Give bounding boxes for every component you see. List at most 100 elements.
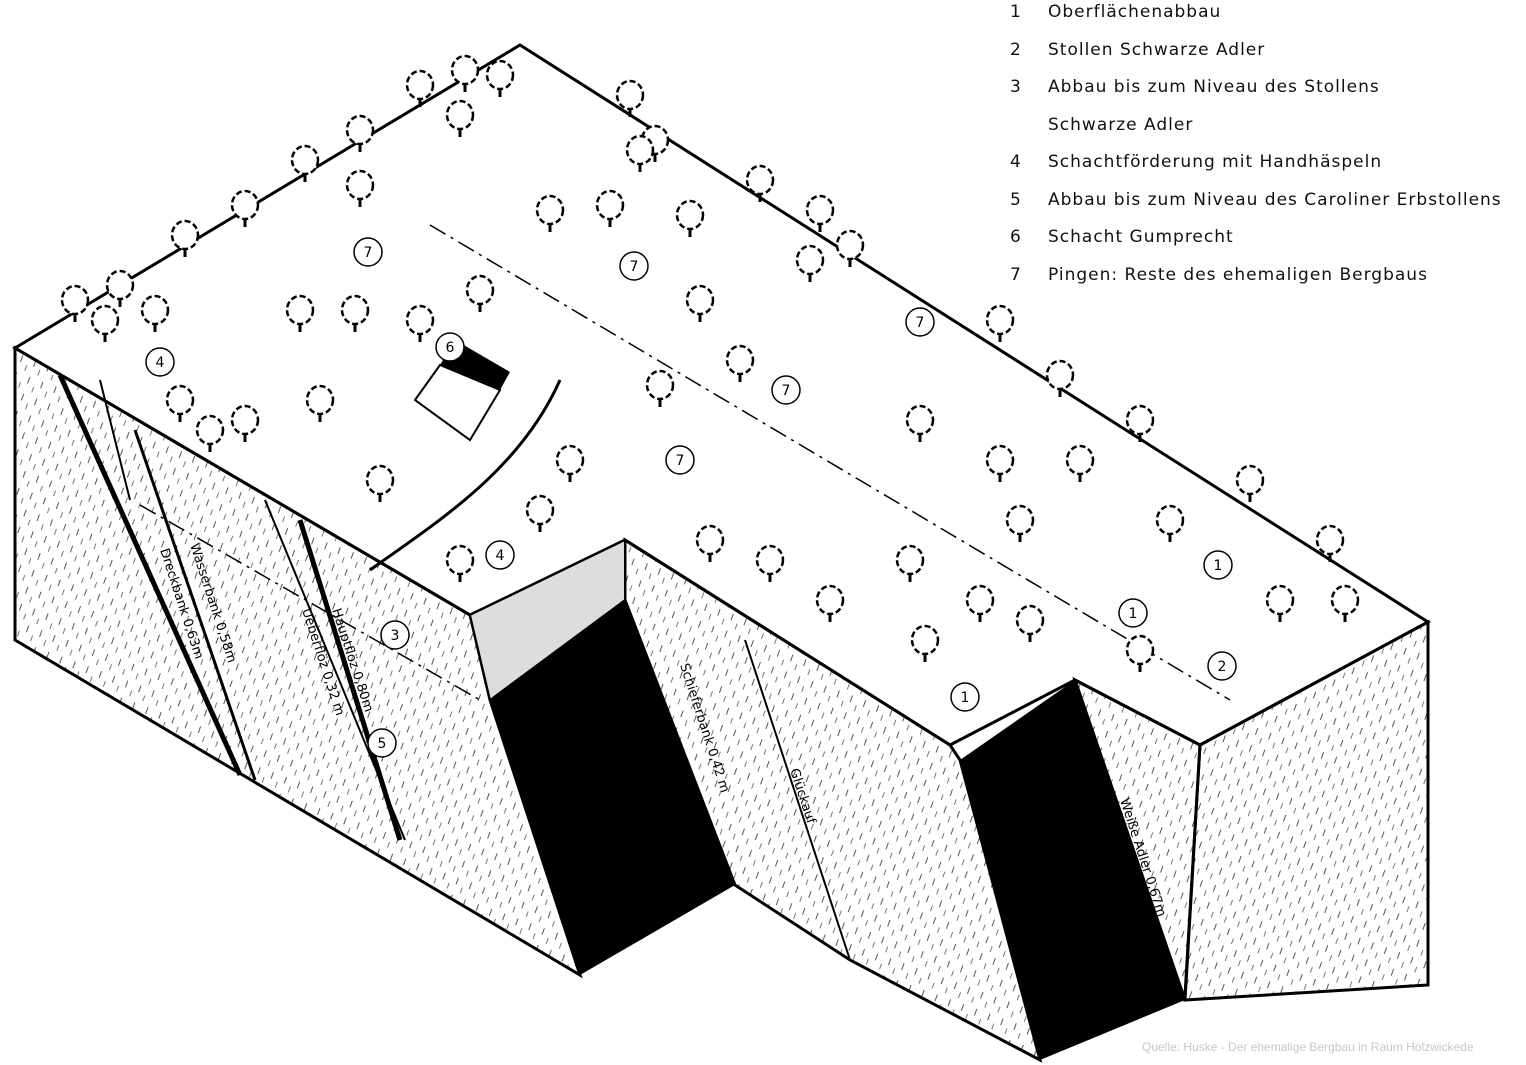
- legend-text: Pingen: Reste des ehemaligen Bergbaus: [1048, 264, 1428, 285]
- marker-label: 5: [378, 736, 387, 752]
- tree-icon: [1155, 504, 1185, 542]
- legend-text: Schachtförderung mit Handhäspeln: [1048, 152, 1383, 172]
- tree-icon: [525, 494, 555, 532]
- tree-icon: [445, 99, 475, 137]
- tree-icon: [725, 344, 755, 382]
- marker-3: 3: [380, 620, 410, 650]
- tree-icon: [1015, 604, 1045, 642]
- tree-icon: [805, 194, 835, 232]
- legend-number: 3: [1010, 77, 1022, 97]
- marker-7: 7: [619, 251, 649, 281]
- tree-icon: [625, 134, 655, 172]
- legend-item: 2 Stollen Schwarze Adler: [1010, 40, 1502, 78]
- marker-4: 4: [145, 347, 175, 377]
- stope-black-1: [490, 600, 735, 975]
- legend-number: 6: [1010, 227, 1022, 247]
- tree-icon: [910, 624, 940, 662]
- tree-icon: [985, 304, 1015, 342]
- marker-1: 1: [1118, 598, 1148, 628]
- tree-icon: [965, 584, 995, 622]
- legend-item: 6 Schacht Gumprecht: [1010, 227, 1502, 265]
- tree-icon: [1045, 359, 1075, 397]
- tree-icon: [485, 59, 515, 97]
- tree-icon: [305, 384, 335, 422]
- tree-icon: [345, 114, 375, 152]
- marker-4: 4: [485, 540, 515, 570]
- marker-6: 6: [435, 332, 465, 362]
- tree-icon: [165, 384, 195, 422]
- marker-label: 7: [916, 315, 925, 331]
- tree-icon: [795, 244, 825, 282]
- legend-item: 4 Schachtförderung mit Handhäspeln: [1010, 152, 1502, 190]
- tree-icon: [645, 369, 675, 407]
- tree-icon: [1125, 634, 1155, 672]
- tree-icon: [755, 544, 785, 582]
- tree-icon: [140, 294, 170, 332]
- tree-icon: [535, 194, 565, 232]
- marker-label: 1: [1129, 606, 1138, 622]
- tree-icon: [195, 414, 225, 452]
- tree-icon: [695, 524, 725, 562]
- tree-icon: [365, 464, 395, 502]
- legend-item: 3 Abbau bis zum Niveau des Stollens: [1010, 77, 1502, 115]
- tree-icon: [1125, 404, 1155, 442]
- legend-number: 4: [1010, 152, 1022, 172]
- tree-icon: [595, 189, 625, 227]
- marker-label: 4: [496, 548, 505, 564]
- marker-7: 7: [905, 307, 935, 337]
- tree-icon: [230, 189, 260, 227]
- tree-icon: [345, 169, 375, 207]
- legend-number: 2: [1010, 39, 1022, 60]
- marker-label: 4: [156, 355, 165, 371]
- tree-icon: [465, 274, 495, 312]
- tree-icon: [1005, 504, 1035, 542]
- tree-icon: [685, 284, 715, 322]
- tree-icon: [1315, 524, 1345, 562]
- tree-icon: [405, 304, 435, 342]
- legend-text: Stollen Schwarze Adler: [1048, 39, 1266, 60]
- tree-icon: [615, 79, 645, 117]
- tree-icon: [815, 584, 845, 622]
- end-rock-face: [1183, 619, 1430, 1002]
- legend-text: Schacht Gumprecht: [1048, 227, 1234, 247]
- marker-label: 7: [782, 383, 791, 399]
- marker-7: 7: [665, 445, 695, 475]
- marker-label: 1: [961, 690, 970, 706]
- tree-icon: [555, 444, 585, 482]
- legend-text: Schwarze Adler: [1048, 114, 1194, 135]
- tree-icon: [90, 304, 120, 342]
- tree-icon: [1265, 584, 1295, 622]
- marker-1: 1: [1203, 550, 1233, 580]
- legend-text: Abbau bis zum Niveau des Stollens: [1048, 77, 1380, 97]
- marker-label: 7: [630, 259, 639, 275]
- source-credit: Quelle: Huske - Der ehemalige Bergbau in…: [1142, 1040, 1474, 1054]
- tree-icon: [895, 544, 925, 582]
- marker-2: 2: [1207, 651, 1237, 681]
- tree-icon: [745, 164, 775, 202]
- middle-rock-face: [623, 537, 1043, 1063]
- marker-7: 7: [353, 237, 383, 267]
- legend-item-continuation: Schwarze Adler: [1010, 115, 1502, 153]
- marker-label: 3: [391, 628, 400, 644]
- tree-icon: [675, 199, 705, 237]
- legend: 1 Oberflächenabbau 2 Stollen Schwarze Adle…: [1010, 2, 1502, 302]
- tree-icon: [105, 269, 135, 307]
- legend-item: 1 Oberflächenabbau: [1010, 2, 1502, 40]
- tree-icon: [1330, 584, 1360, 622]
- tree-icon: [905, 404, 935, 442]
- marker-label: 7: [364, 245, 373, 261]
- stope-black-2: [960, 680, 1185, 1060]
- tree-icon: [1065, 444, 1095, 482]
- tree-icon: [835, 229, 865, 267]
- trees: [60, 54, 1360, 672]
- tree-icon: [290, 144, 320, 182]
- tree-icon: [985, 444, 1015, 482]
- marker-label: 2: [1218, 659, 1227, 675]
- legend-number: 1: [1010, 2, 1022, 22]
- tree-icon: [340, 294, 370, 332]
- legend-text: Oberflächenabbau: [1048, 2, 1222, 22]
- tree-icon: [230, 404, 260, 442]
